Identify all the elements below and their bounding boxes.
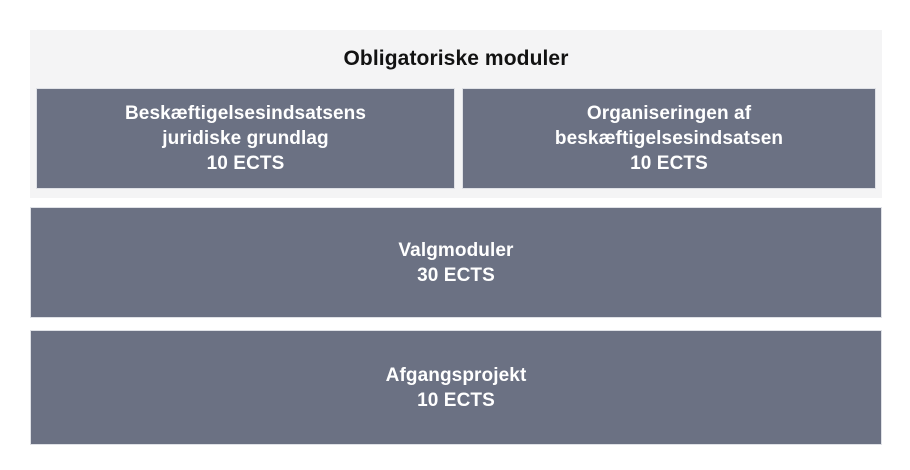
module-organisation-line-1: Organiseringen af (586, 103, 752, 124)
module-box-organisation: Organiseringen af beskæftigelsesindsatse… (462, 88, 876, 189)
module-elective-line-1: Valgmoduler (398, 239, 514, 261)
mandatory-modules-panel: Obligatoriske moduler Beskæftigelsesinds… (30, 30, 882, 198)
module-organisation-line-2: beskæftigelsesindsatsen (554, 128, 784, 149)
module-elective-ects: 30 ECTS (417, 264, 495, 286)
module-final-project-line-1: Afgangsprojekt (385, 364, 527, 386)
module-final-project-ects: 10 ECTS (417, 389, 495, 411)
module-box-final-project: Afgangsprojekt 10 ECTS (30, 330, 882, 445)
module-legal-basis-line-2: juridiske grundlag (162, 128, 329, 149)
module-organisation-ects: 10 ECTS (630, 153, 708, 174)
module-legal-basis-ects: 10 ECTS (206, 153, 285, 174)
module-legal-basis-line-1: Beskæftigelsesindsatsens (124, 103, 367, 124)
module-box-legal-basis: Beskæftigelsesindsatsens juridiske grund… (36, 88, 455, 189)
module-box-elective: Valgmoduler 30 ECTS (30, 207, 882, 318)
mandatory-modules-title: Obligatoriske moduler (343, 47, 569, 70)
